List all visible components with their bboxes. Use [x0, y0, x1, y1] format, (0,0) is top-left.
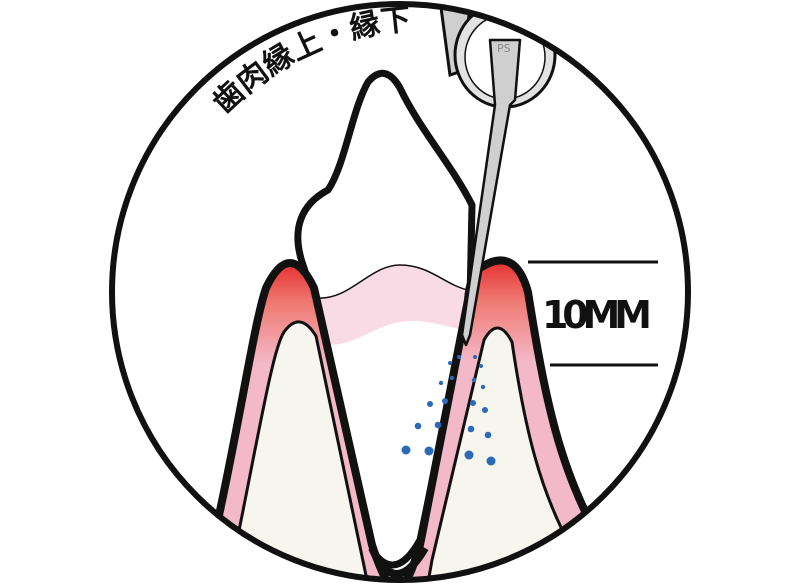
measurement-label: 10MM	[542, 293, 652, 337]
tartar-dot	[448, 361, 452, 365]
tartar-dots	[401, 355, 496, 466]
tartar-dot	[464, 450, 474, 460]
tartar-dot	[471, 377, 477, 383]
tartar-dot	[449, 375, 455, 381]
gum-attachment-band	[318, 265, 468, 345]
frame-circle	[109, 1, 691, 583]
tartar-dot	[467, 425, 475, 433]
tartar-dot	[427, 401, 433, 407]
tartar-dot	[470, 400, 476, 406]
tartar-dot	[457, 355, 461, 359]
tartar-dot	[486, 456, 496, 466]
tartar-dot	[479, 364, 483, 368]
tartar-dot	[401, 445, 411, 455]
tartar-dot	[442, 398, 448, 404]
tartar-dot	[424, 446, 434, 456]
tartar-dot	[473, 355, 477, 359]
tartar-dot	[434, 421, 442, 429]
tartar-dot	[480, 384, 486, 390]
probe-label: PS	[497, 42, 511, 55]
left-bone	[223, 320, 372, 580]
right-bone	[423, 326, 582, 580]
tartar-dot	[484, 431, 492, 439]
tartar-dot	[414, 422, 422, 430]
tartar-dot	[482, 407, 488, 413]
tartar-dot	[438, 380, 444, 386]
